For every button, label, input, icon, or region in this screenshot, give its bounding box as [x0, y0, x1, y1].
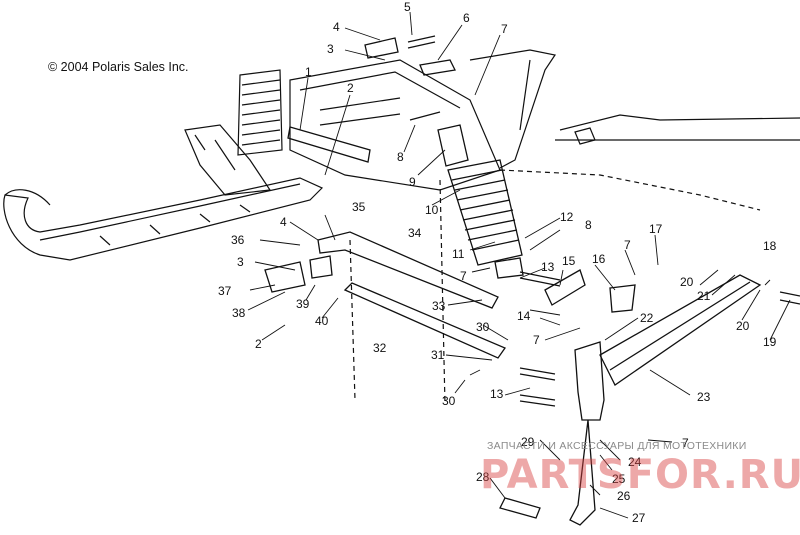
callout-17: 17 — [649, 222, 663, 236]
callout-28: 28 — [476, 470, 490, 484]
callout-2: 2 — [255, 337, 262, 351]
callout-22: 22 — [640, 311, 654, 325]
callout-numbers: 1 2 2 3 3 4 4 5 6 7 7 7 7 7 8 8 9 10 11 … — [218, 0, 777, 525]
copyright-notice: © 2004 Polaris Sales Inc. — [48, 60, 189, 74]
callout-15: 15 — [562, 254, 576, 268]
callout-7: 7 — [501, 22, 508, 36]
leader-lines — [247, 11, 791, 519]
callout-3: 3 — [327, 42, 334, 56]
callout-7: 7 — [533, 333, 540, 347]
callout-16: 16 — [592, 252, 606, 266]
watermark-tagline: ЗАПЧАСТИ И АКСЕССУАРЫ ДЛЯ МОТОТЕХНИКИ — [487, 440, 747, 452]
callout-38: 38 — [232, 306, 246, 320]
control-arms — [264, 35, 800, 526]
callout-3: 3 — [237, 255, 244, 269]
callout-36: 36 — [231, 233, 245, 247]
watermark-logo: PARTSFOR.RU — [480, 452, 800, 498]
callout-30: 30 — [476, 320, 490, 334]
callout-8: 8 — [397, 150, 404, 164]
callout-13: 13 — [541, 260, 555, 274]
callout-8: 8 — [585, 218, 592, 232]
callout-37: 37 — [218, 284, 232, 298]
callout-11: 11 — [452, 247, 465, 261]
callout-10: 10 — [425, 203, 439, 217]
callout-18: 18 — [763, 239, 777, 253]
callout-12: 12 — [560, 210, 574, 224]
callout-35: 35 — [352, 200, 366, 214]
callout-31: 31 — [431, 348, 445, 362]
callout-27: 27 — [632, 511, 646, 525]
callout-5: 5 — [404, 0, 411, 14]
callout-20: 20 — [680, 275, 694, 289]
callout-33: 33 — [432, 299, 446, 313]
callout-26: 26 — [617, 489, 631, 503]
callout-40: 40 — [315, 314, 329, 328]
callout-32: 32 — [373, 341, 387, 355]
callout-7: 7 — [460, 269, 467, 283]
callout-21: 21 — [697, 289, 711, 303]
callout-25: 25 — [612, 472, 626, 486]
callout-30: 30 — [442, 394, 456, 408]
callout-29: 29 — [521, 435, 535, 449]
callout-39: 39 — [296, 297, 310, 311]
frame-outline — [3, 49, 800, 406]
shock-absorber — [437, 124, 524, 279]
callout-19: 19 — [763, 335, 777, 349]
callout-4: 4 — [280, 215, 287, 229]
callout-20: 20 — [736, 319, 750, 333]
callout-14: 14 — [517, 309, 531, 323]
callout-6: 6 — [463, 11, 470, 25]
callout-7: 7 — [624, 238, 631, 252]
callout-2: 2 — [347, 81, 354, 95]
callout-13: 13 — [490, 387, 504, 401]
callout-4: 4 — [333, 20, 340, 34]
callout-1: 1 — [305, 65, 312, 79]
callout-9: 9 — [409, 175, 416, 189]
callout-23: 23 — [697, 390, 711, 404]
callout-34: 34 — [408, 226, 422, 240]
callout-7: 7 — [682, 436, 689, 450]
callout-24: 24 — [628, 455, 642, 469]
